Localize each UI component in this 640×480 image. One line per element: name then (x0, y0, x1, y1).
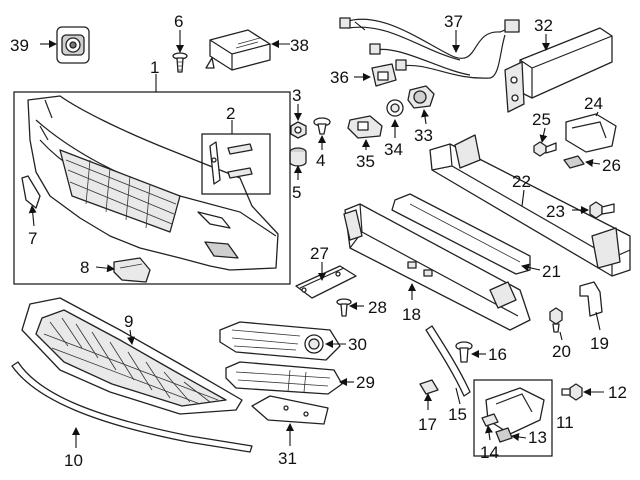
callout-39: 39 (10, 36, 29, 55)
part-36-clip (371, 63, 397, 87)
callout-33: 33 (414, 126, 433, 145)
callout-20: 20 (552, 342, 571, 361)
part-10-molding (11, 361, 253, 453)
part-38-module (205, 29, 271, 71)
callout-13: 13 (528, 428, 547, 447)
callout-1: 1 (150, 58, 159, 77)
part-6-bolt (172, 52, 188, 73)
part-30-fog-grille (219, 321, 341, 361)
callout-5: 5 (292, 183, 301, 202)
callout-24: 24 (584, 94, 603, 113)
part-14-clip (481, 413, 499, 427)
part-24-bracket (565, 113, 617, 153)
part-35-holder (347, 115, 383, 139)
part-2-frame (201, 133, 271, 195)
callout-30: 30 (348, 335, 367, 354)
part-33-sensor (407, 85, 435, 109)
callout-9: 9 (124, 312, 133, 331)
callout-15: 15 (448, 405, 467, 424)
callout-23: 23 (546, 202, 565, 221)
callout-34: 34 (384, 140, 403, 159)
callout-25: 25 (532, 110, 551, 129)
callout-28: 28 (368, 298, 387, 317)
callout-7: 7 (28, 229, 37, 248)
callout-10: 10 (64, 451, 83, 470)
part-2-clips (209, 141, 253, 185)
part-4-clip (313, 117, 331, 135)
callout-38: 38 (290, 36, 309, 55)
part-32-bracket (504, 27, 613, 113)
callout-31: 31 (278, 449, 297, 468)
part-1-frame (13, 91, 291, 285)
part-3-nut (290, 121, 307, 139)
part-19-bracket (579, 281, 603, 317)
callout-16: 16 (488, 345, 507, 364)
part-28-clip (336, 298, 352, 317)
callout-labels: 39 6 38 1 2 3 4 5 7 8 9 10 37 32 36 35 3… (10, 12, 627, 470)
part-9-grille (21, 297, 243, 415)
part-23-bolt (589, 201, 615, 219)
part-8-reflector (113, 257, 151, 283)
part-11-frame (473, 379, 553, 457)
callout-35: 35 (356, 152, 375, 171)
part-29-insert (225, 361, 343, 395)
part-26-clip (563, 155, 585, 169)
part-5-spacer (289, 147, 307, 167)
part-37-harness (339, 17, 520, 79)
callout-6: 6 (174, 12, 183, 31)
part-34-ring (386, 99, 404, 117)
part-7-trim (21, 175, 41, 209)
callout-4: 4 (316, 151, 325, 170)
callout-17: 17 (418, 415, 437, 434)
callout-32: 32 (534, 16, 553, 35)
callout-2: 2 (226, 104, 235, 123)
callout-36: 36 (330, 68, 349, 87)
part-1-bumper-cover (27, 95, 279, 271)
callout-29: 29 (356, 373, 375, 392)
leader-lines (28, 21, 604, 448)
part-25-bolt (533, 141, 557, 157)
part-18-carrier (343, 203, 531, 331)
part-16-bolt (455, 341, 473, 363)
callout-22: 22 (512, 172, 531, 191)
part-15-strip (425, 325, 471, 397)
callout-27: 27 (310, 244, 329, 263)
part-21-absorber (391, 193, 531, 275)
part-27-bracket (295, 265, 357, 299)
part-20-bolt (549, 307, 563, 333)
callout-21: 21 (542, 262, 561, 281)
part-22-reinforcement (429, 134, 631, 277)
part-31-plate (251, 395, 329, 425)
callout-19: 19 (590, 334, 609, 353)
callout-12: 12 (608, 383, 627, 402)
callout-8: 8 (80, 258, 89, 277)
callout-14: 14 (480, 443, 499, 462)
part-39-sensor (56, 26, 90, 64)
callout-3: 3 (292, 86, 301, 105)
callout-11: 11 (556, 413, 574, 432)
callout-26: 26 (602, 156, 621, 175)
part-17-clip (419, 379, 439, 395)
part-12-bolt (561, 383, 583, 401)
callout-18: 18 (402, 305, 421, 324)
callout-37: 37 (444, 12, 463, 31)
